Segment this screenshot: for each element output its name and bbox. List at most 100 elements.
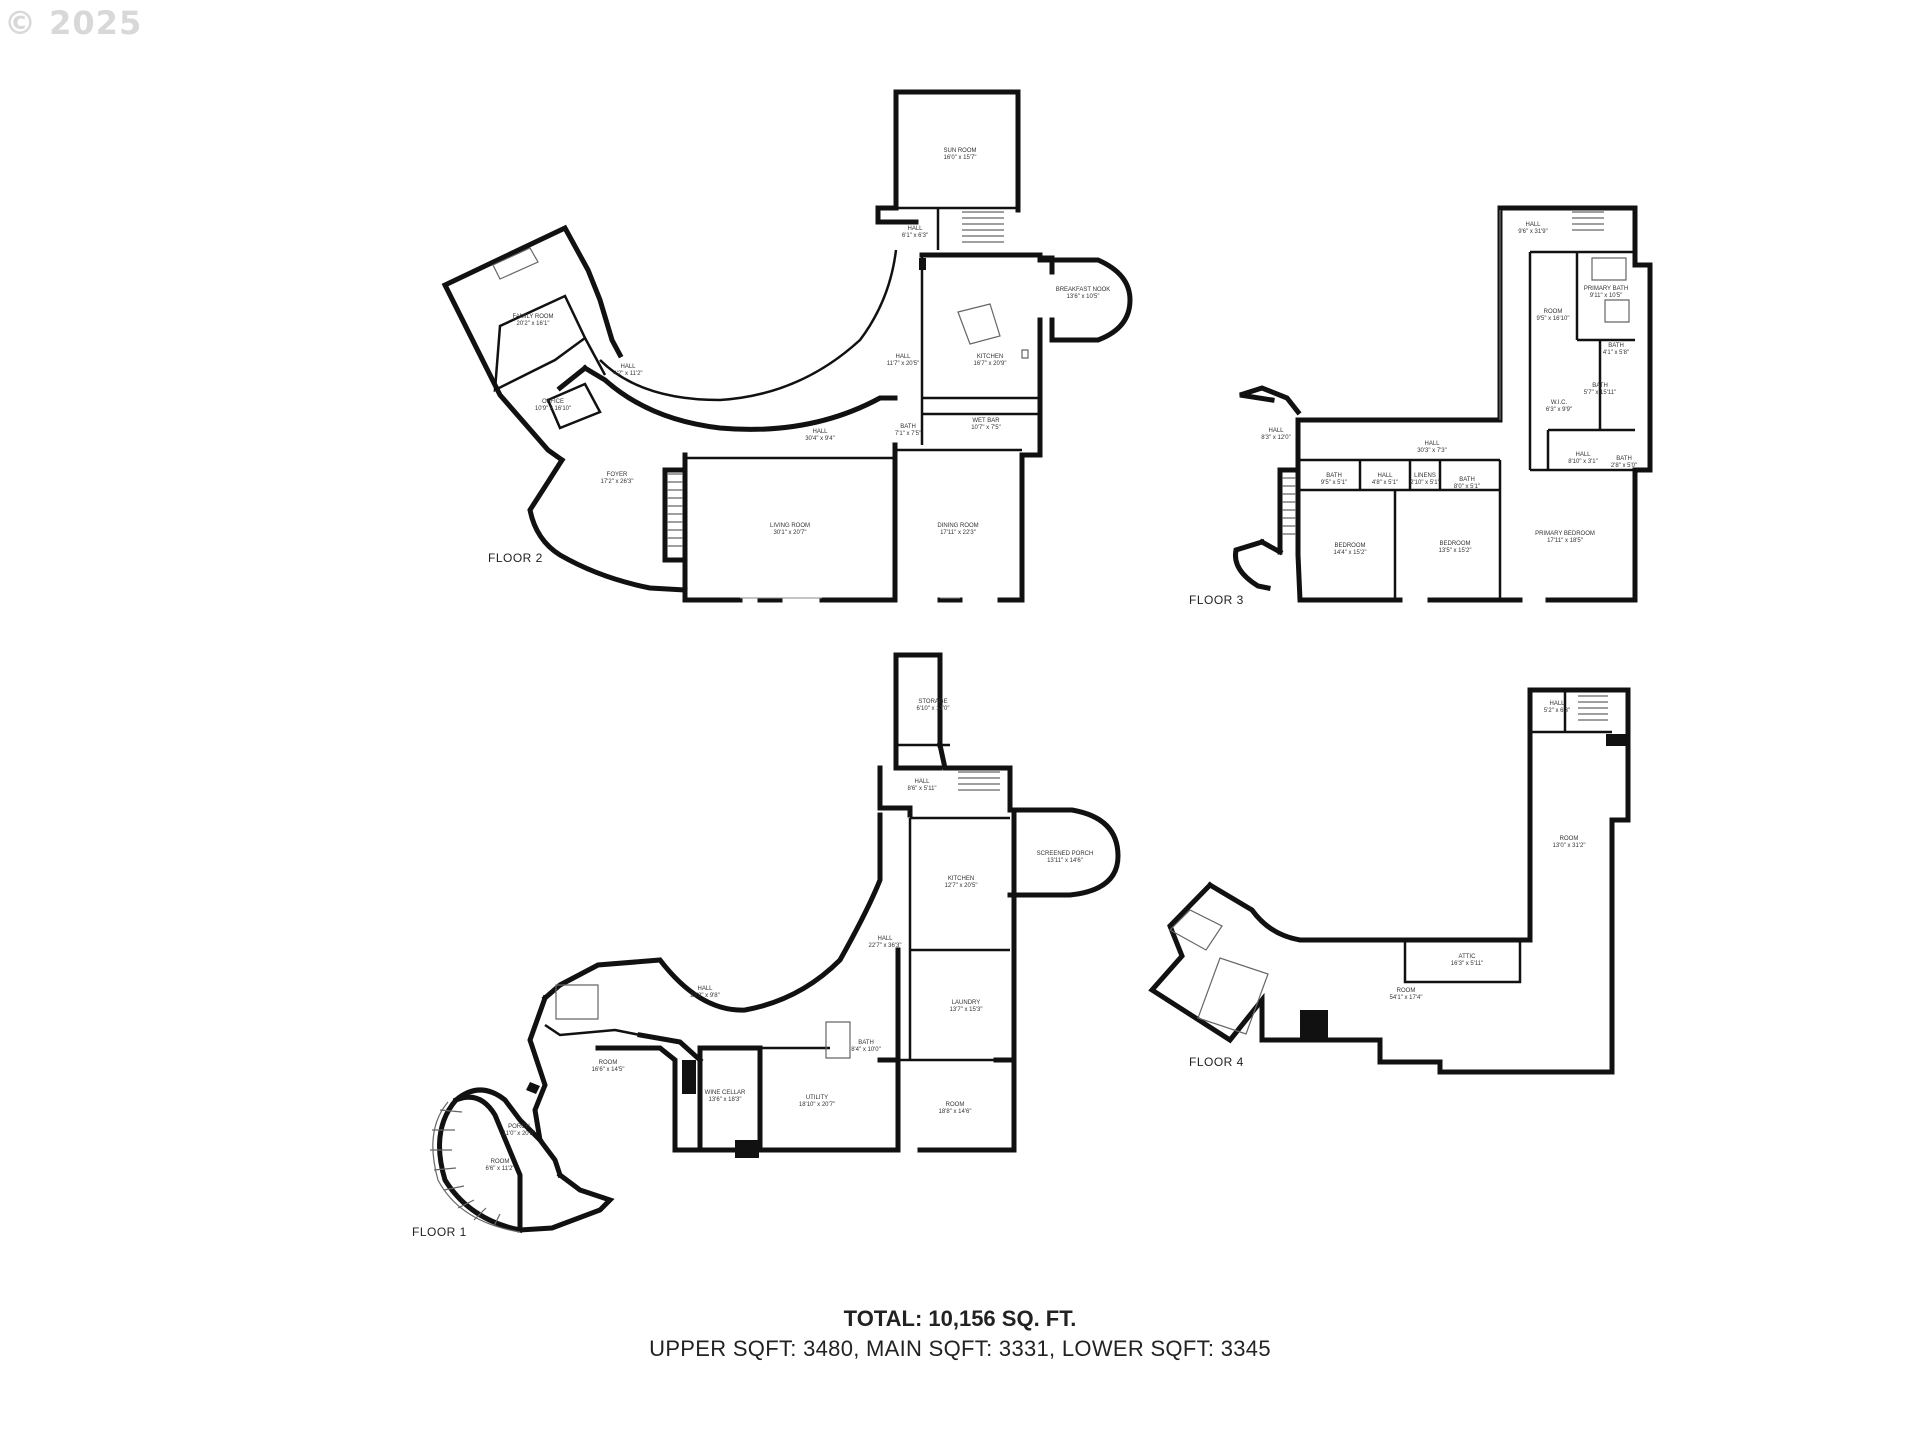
room-size-bath: 4'1" x 5'8"	[1603, 350, 1629, 356]
room-label-room: ROOM	[599, 1060, 618, 1066]
room-label-kitchen: KITCHEN	[977, 354, 1003, 360]
room-size-wet-bar: 10'7" x 7'5"	[971, 425, 1001, 431]
floor-2-label: FLOOR 2	[488, 551, 543, 565]
room-label-room: ROOM	[1397, 988, 1416, 994]
room-label-hall: HALL	[812, 429, 828, 435]
room-size-office: 10'9" x 16'10"	[535, 406, 571, 412]
room-size-room: 13'0" x 31'2"	[1553, 843, 1586, 849]
room-label-wet-bar: WET BAR	[972, 418, 1000, 424]
room-size-bath: 8'0" x 5'1"	[1454, 484, 1480, 490]
room-label-laundry: LAUNDRY	[952, 1000, 981, 1006]
room-label-foyer: FOYER	[607, 472, 628, 478]
room-size-laundry: 13'7" x 15'3"	[950, 1007, 983, 1013]
floor-3-plan	[1232, 205, 1653, 603]
floor-2-plan	[441, 89, 1133, 603]
room-label-primary-bath: PRIMARY BATH	[1584, 286, 1628, 292]
room-label-hall: HALL	[877, 936, 893, 942]
room-size-hall: 5'2" x 6'3"	[1544, 708, 1570, 714]
room-label-screened-porch: SCREENED PORCH	[1037, 851, 1094, 857]
room-label-hall: HALL	[907, 226, 923, 232]
room-size-linens: 2'10" x 5'1"	[1410, 480, 1440, 486]
room-label-wine-cellar: WINE CELLAR	[705, 1090, 746, 1096]
room-size-room: 16'6" x 14'5"	[592, 1067, 625, 1073]
room-size-bedroom: 13'5" x 15'2"	[1439, 548, 1472, 554]
room-size-porch: 11'0" x 20'8"	[503, 1131, 535, 1137]
floor-3-label: FLOOR 3	[1189, 593, 1244, 607]
room-label-linens: LINENS	[1414, 473, 1436, 479]
room-size-bath: 7'1" x 7'5"	[895, 431, 921, 437]
room-size-kitchen: 12'7" x 20'5"	[945, 883, 978, 889]
room-size-breakfast-nook: 13'6" x 10'5"	[1067, 294, 1100, 300]
room-label-hall: HALL	[914, 779, 930, 785]
room-label-porch: PORCH	[508, 1124, 530, 1130]
room-label-bath: BATH	[1592, 383, 1608, 389]
room-label-storage: STORAGE	[918, 699, 947, 705]
room-label-bath: BATH	[1459, 477, 1475, 483]
room-size-storage: 6'10" x 13'0"	[917, 706, 950, 712]
room-size-room: 9'5" x 16'10"	[1537, 316, 1570, 322]
room-label-primary-bedroom: PRIMARY BEDROOM	[1535, 531, 1595, 537]
room-label-wic: W.I.C.	[1551, 400, 1568, 406]
room-size-hall: 9'6" x 31'9"	[1518, 229, 1548, 235]
room-label-room: ROOM	[1560, 836, 1579, 842]
room-size-foyer: 17'2" x 26'3"	[601, 479, 634, 485]
room-size-bath: 5'7" x 15'11"	[1584, 390, 1616, 396]
room-label-attic: ATTIC	[1459, 954, 1477, 960]
floor-4-plan	[1148, 687, 1631, 1075]
room-label-bath: BATH	[1616, 456, 1632, 462]
room-label-hall: HALL	[1549, 701, 1565, 707]
room-label-room: ROOM	[491, 1159, 510, 1165]
room-label-office: OFFICE	[542, 399, 564, 405]
floor-1-plan	[430, 652, 1121, 1233]
room-label-bath: BATH	[858, 1040, 874, 1046]
room-size-attic: 16'3" x 5'11"	[1451, 961, 1483, 967]
room-size-bath: 9'5" x 5'1"	[1321, 480, 1347, 486]
room-size-kitchen: 16'7" x 20'9"	[974, 361, 1007, 367]
room-label-kitchen: KITCHEN	[948, 876, 974, 882]
room-size-hall: 23'8" x 9'8"	[690, 993, 720, 999]
room-label-hall: HALL	[1377, 473, 1393, 479]
room-size-room: 6'6" x 11'2"	[485, 1166, 514, 1172]
room-label-hall: HALL	[1575, 452, 1591, 458]
room-label-breakfast-nook: BREAKFAST NOOK	[1056, 287, 1111, 293]
square-footage-summary: TOTAL: 10,156 SQ. FT. UPPER SQFT: 3480, …	[0, 1306, 1920, 1362]
room-label-hall: HALL	[620, 364, 636, 370]
room-size-hall: 22'7" x 36'3"	[869, 943, 902, 949]
room-label-bath: BATH	[900, 424, 916, 430]
room-labels: SUN ROOM 16'0" x 15'7" HALL 6'1" x 6'3" …	[485, 148, 1637, 1172]
room-label-dining-room: DINING ROOM	[937, 523, 978, 529]
room-size-living-room: 30'1" x 20'7"	[774, 530, 807, 536]
room-size-hall: 8'10" x 3'1"	[1568, 459, 1598, 465]
room-size-hall: 4'2" x 11'2"	[613, 371, 642, 377]
room-label-bedroom: BEDROOM	[1334, 543, 1365, 549]
floor-4-label: FLOOR 4	[1189, 1055, 1244, 1069]
room-label-hall: HALL	[1525, 222, 1541, 228]
room-size-family-room: 20'2" x 16'1"	[517, 321, 550, 327]
room-label-bedroom: BEDROOM	[1439, 541, 1470, 547]
room-size-bedroom: 14'4" x 15'2"	[1334, 550, 1367, 556]
room-size-hall: 30'4" x 9'4"	[805, 436, 835, 442]
room-size-primary-bath: 9'11" x 10'5"	[1590, 293, 1622, 299]
square-feet-breakdown: UPPER SQFT: 3480, MAIN SQFT: 3331, LOWER…	[649, 1336, 1271, 1361]
room-label-family-room: FAMILY ROOM	[512, 314, 553, 320]
room-size-utility: 18'10" x 20'7"	[799, 1102, 835, 1108]
total-square-feet: TOTAL: 10,156 SQ. FT.	[843, 1306, 1077, 1331]
room-label-utility: UTILITY	[806, 1095, 828, 1101]
room-size-hall: 11'7" x 20'5"	[887, 361, 919, 367]
room-label-hall: HALL	[895, 354, 911, 360]
room-label-sunroom: SUN ROOM	[944, 148, 977, 154]
room-label-room: ROOM	[1544, 309, 1563, 315]
room-size-hall: 6'1" x 6'3"	[902, 233, 928, 239]
room-size-hall: 8'3" x 12'0"	[1261, 435, 1291, 441]
room-size-bath: 2'8" x 5'0"	[1611, 463, 1637, 469]
room-size-hall: 4'8" x 5'1"	[1372, 480, 1398, 486]
room-size-hall: 8'6" x 5'11"	[907, 786, 936, 792]
room-size-wic: 6'3" x 9'9"	[1546, 407, 1572, 413]
copyright-watermark: © 2025	[4, 4, 143, 42]
room-label-bath: BATH	[1326, 473, 1342, 479]
room-size-hall: 30'3" x 7'3"	[1417, 448, 1447, 454]
room-size-room: 18'8" x 14'6"	[939, 1109, 972, 1115]
room-label-room: ROOM	[946, 1102, 965, 1108]
room-label-hall: HALL	[1268, 428, 1284, 434]
